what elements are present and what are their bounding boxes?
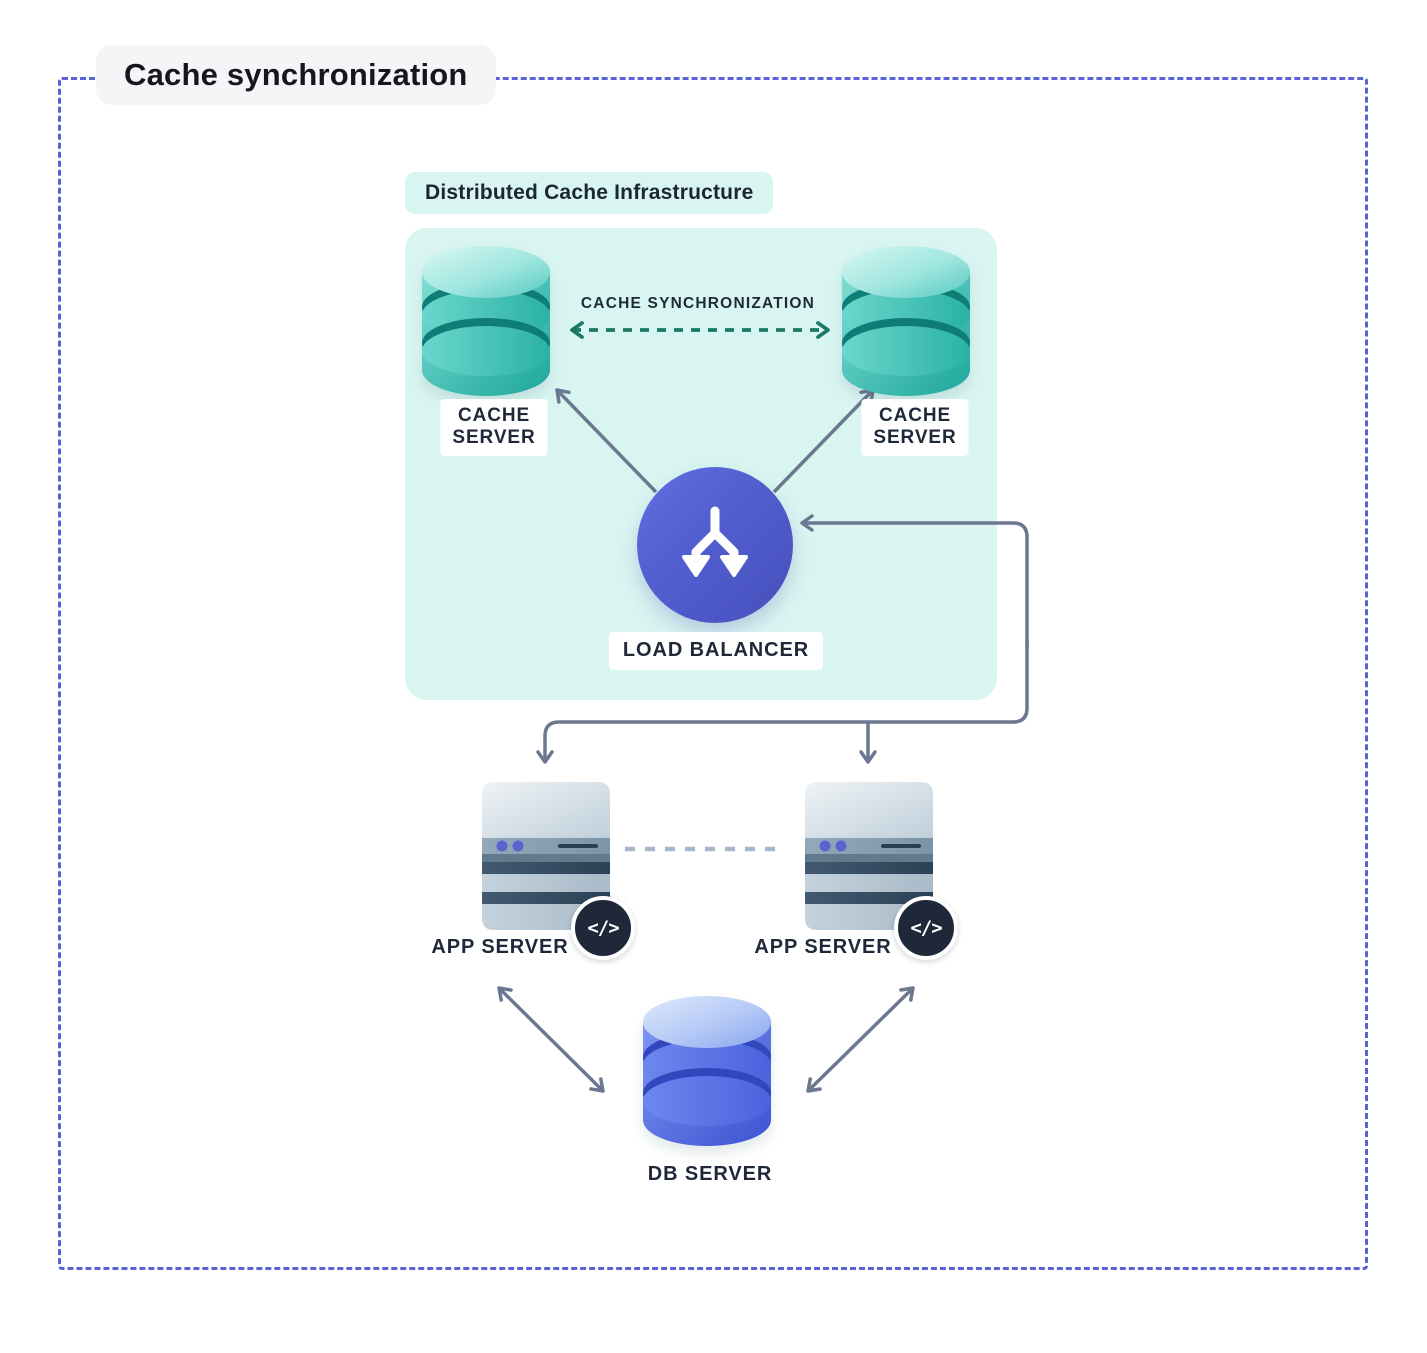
code-icon: </> (587, 917, 619, 939)
database-icon (842, 246, 970, 396)
load-balancer-node (637, 467, 793, 623)
app-server-icon (805, 782, 933, 930)
cache-server-left-label: CACHE SERVER (440, 399, 548, 456)
split-arrows-icon (682, 506, 748, 577)
app-server-right-label: APP SERVER (754, 936, 892, 958)
app-server-right-node (803, 780, 935, 932)
diagram-frame (58, 77, 1368, 1270)
db-server-label: DB SERVER (647, 1163, 773, 1185)
app-server-left-label: APP SERVER (431, 936, 569, 958)
page-title: Cache synchronization (96, 45, 496, 105)
cache-server-left-node (420, 245, 552, 397)
cache-server-right-node (840, 245, 972, 397)
cache-sync-label: CACHE SYNCHRONIZATION (580, 295, 816, 312)
cache-infrastructure-label: Distributed Cache Infrastructure (405, 172, 774, 214)
database-icon (643, 996, 771, 1146)
db-server-node (641, 995, 773, 1147)
cache-server-right-label: CACHE SERVER (861, 399, 969, 456)
code-icon: </> (910, 917, 942, 939)
load-balancer-label: LOAD BALANCER (608, 632, 824, 670)
code-badge: </> (894, 896, 958, 960)
database-icon (422, 246, 550, 396)
code-badge: </> (571, 896, 635, 960)
